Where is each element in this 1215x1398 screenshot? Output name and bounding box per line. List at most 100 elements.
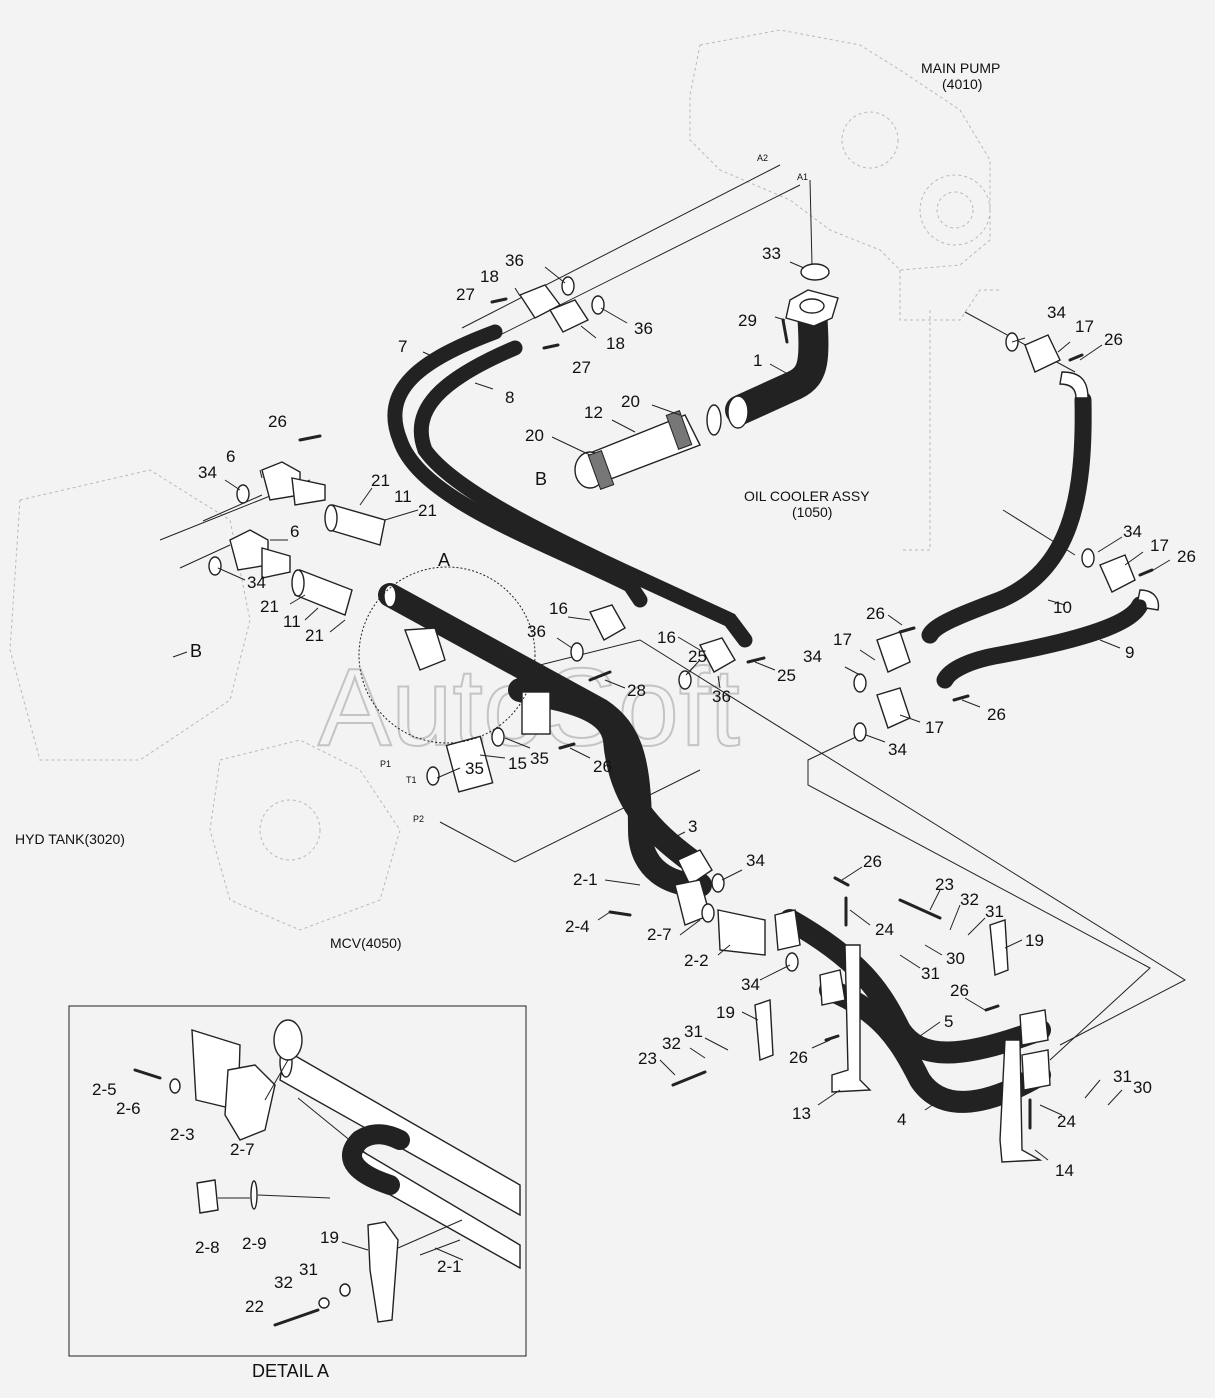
reference-lines: [159, 164, 1187, 1061]
callout: 15: [508, 754, 527, 773]
detail-callout: 2-3: [170, 1125, 195, 1144]
clamp-19-right: [989, 919, 1009, 976]
clamp-17-upper: [876, 631, 911, 673]
callout: 11: [283, 612, 301, 631]
hose-11-upper: [324, 504, 386, 546]
callout: 21: [371, 471, 390, 490]
hose-9: [936, 589, 1160, 689]
port-p1: P1: [380, 759, 391, 769]
callout: 21: [418, 501, 437, 520]
callout: 25: [777, 666, 796, 685]
callout: 26: [987, 705, 1006, 724]
callout: 34: [741, 975, 760, 994]
callout: 27: [456, 285, 475, 304]
clamp-17-lower: [876, 687, 911, 729]
flange-end-5: [1019, 1009, 1049, 1046]
callout: 32: [662, 1034, 681, 1053]
callout: 11: [394, 487, 412, 506]
detail-a-circle: [358, 566, 536, 744]
callout: 18: [480, 267, 499, 286]
pipe-7: [387, 324, 648, 608]
callout: 12: [584, 403, 603, 422]
callout: 26: [950, 981, 969, 1000]
callout: 27: [572, 358, 591, 377]
hyd-tank-outline: [9, 469, 251, 761]
callout: 36: [527, 622, 546, 641]
bolts: [298, 297, 1154, 1130]
callout: 34: [198, 463, 217, 482]
callout: 2-7: [647, 925, 672, 944]
clamp-18-lower: [548, 299, 590, 333]
detail-callout: 2-8: [195, 1238, 220, 1257]
callout-numbers: 36 18 27 36 18 27 33 29 1 7 8 20 12 20 3…: [198, 244, 1196, 1180]
label-hyd-tank: HYD TANK(3020): [15, 831, 125, 847]
label-oil-cooler-code: (1050): [792, 504, 832, 520]
detail-callout: 2-6: [116, 1099, 141, 1118]
detail-callout: 19: [320, 1228, 339, 1247]
callout: 34: [746, 851, 765, 870]
callout: 16: [657, 628, 676, 647]
callout: 28: [627, 681, 646, 700]
callout: 26: [1177, 547, 1196, 566]
callout: 32: [960, 890, 979, 909]
block-15: [445, 735, 494, 793]
callout: 33: [762, 244, 781, 263]
port-a1: A1: [797, 172, 808, 182]
callout: 2-4: [565, 917, 590, 936]
clamp-19-left: [754, 999, 774, 1061]
flange-pipe-5: [774, 909, 801, 951]
callout: 6: [290, 522, 299, 541]
callout: 23: [638, 1049, 657, 1068]
callout: 36: [712, 687, 731, 706]
callout: 24: [875, 920, 894, 939]
callout: 29: [738, 311, 757, 330]
label-oil-cooler: OIL COOLER ASSY: [744, 488, 870, 504]
callout: 34: [888, 740, 907, 759]
pipe-1: [706, 289, 839, 436]
callout: 20: [525, 426, 544, 445]
hose-10: [921, 371, 1092, 644]
port-a2: A2: [757, 153, 768, 163]
detail-callout: 31: [299, 1260, 318, 1279]
callout: 20: [621, 392, 640, 411]
leader-lines: [217, 261, 1171, 1161]
fitting-6-lower: [229, 529, 291, 579]
callout: 30: [946, 949, 965, 968]
fitting-6-upper: [261, 461, 326, 506]
callout: 21: [305, 626, 324, 645]
callout: 26: [593, 757, 612, 776]
label-mcv: MCV(4050): [330, 935, 402, 951]
port-labels: A2 A1 P1 T1 P2: [380, 153, 808, 824]
callout: 36: [634, 319, 653, 338]
label-main-pump-code: (4010): [942, 76, 982, 92]
callout: 1: [753, 351, 762, 370]
port-t1: T1: [406, 775, 417, 785]
view-labels: A B B: [190, 469, 547, 661]
callout: 34: [803, 647, 822, 666]
hose-12: [574, 410, 701, 490]
pipe-8: [413, 340, 753, 648]
clamp-17-right: [1099, 554, 1136, 593]
callout: 34: [1123, 522, 1142, 541]
callout: 31: [684, 1022, 703, 1041]
detail-callout: 22: [245, 1297, 264, 1316]
flange-pipe-4: [819, 969, 846, 1006]
callout: 19: [1025, 931, 1044, 950]
clamp-17-top: [1024, 334, 1061, 373]
callout: 26: [866, 604, 885, 623]
callout: 26: [863, 852, 882, 871]
callout: 2-2: [684, 951, 709, 970]
callout: 8: [505, 388, 514, 407]
detail-callout: 2-5: [92, 1080, 117, 1099]
callout: 26: [789, 1048, 808, 1067]
pipe-4: [819, 979, 1051, 1113]
callout: 18: [606, 334, 625, 353]
label-main-pump: MAIN PUMP: [921, 60, 1000, 76]
view-label-b-left: B: [190, 641, 202, 661]
callout: 2-1: [573, 870, 598, 889]
bracket-14: [999, 1039, 1043, 1163]
callout: 6: [226, 447, 235, 466]
detail-callout: 32: [274, 1273, 293, 1292]
